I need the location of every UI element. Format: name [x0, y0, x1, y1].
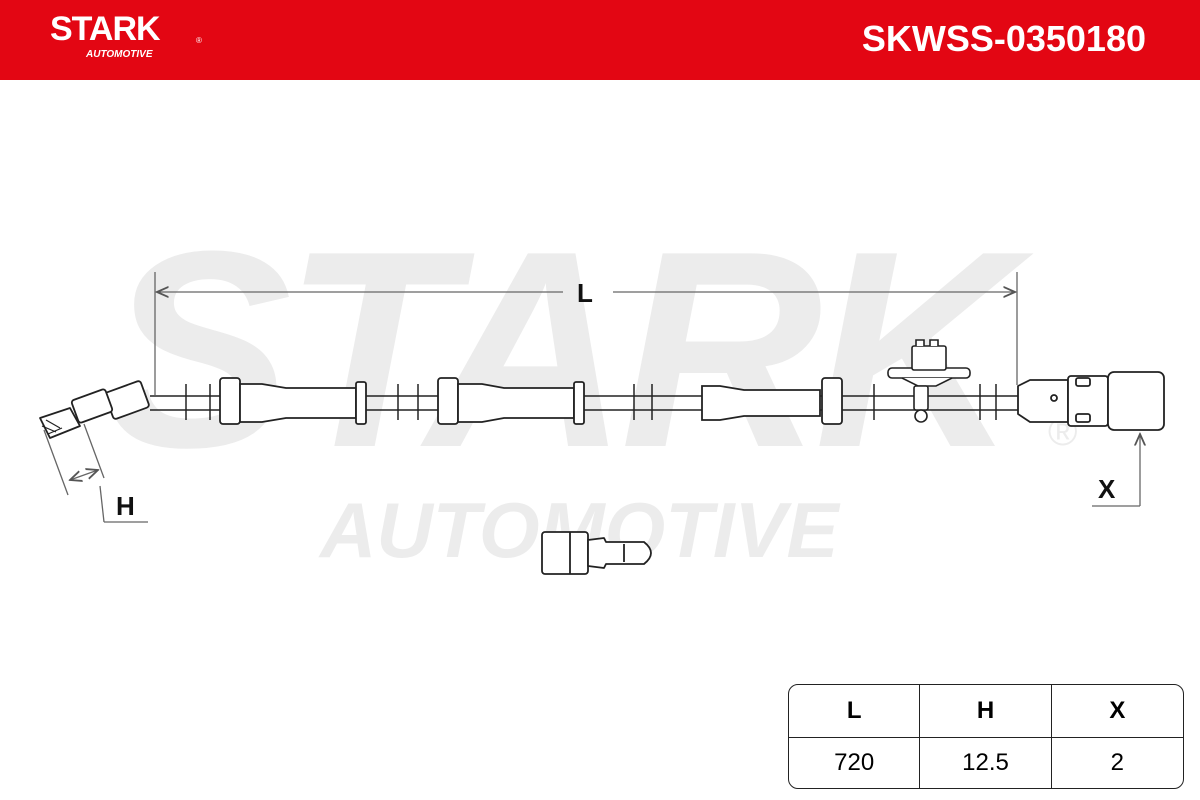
- spec-table-value-row: 720 12.5 2: [789, 738, 1183, 788]
- sensor-head: [39, 380, 150, 439]
- length-dimension: [154, 272, 1018, 395]
- spec-header-h: H: [920, 685, 1052, 738]
- grommet-middle: [437, 377, 585, 425]
- x-dimension: [1092, 434, 1140, 507]
- spec-header-l: L: [789, 685, 921, 738]
- mounting-clip: [887, 339, 971, 423]
- part-number: SKWSS-0350180: [861, 18, 1146, 59]
- spec-value-l: 720: [789, 738, 921, 788]
- cable-break-marks: [185, 384, 997, 420]
- brand-logo: STARK: [50, 10, 161, 48]
- grommet-left: [219, 377, 367, 425]
- length-label: L: [577, 278, 593, 308]
- spec-value-x: 2: [1110, 749, 1124, 776]
- spec-table-header-row: L H X: [789, 685, 1183, 738]
- connector-detail: [541, 531, 652, 575]
- brand-registered-mark: ®: [196, 36, 202, 45]
- spec-value-h: 12.5: [920, 738, 1052, 788]
- spec-table: L H X 720 12.5 2: [788, 684, 1184, 789]
- height-label: H: [116, 491, 135, 521]
- spec-header-x: X: [1051, 685, 1183, 738]
- watermark-brand: STARK: [105, 194, 1017, 506]
- connector-plug: [1017, 371, 1165, 431]
- header-bar: STARK ® AUTOMOTIVE SKWSS-0350180: [0, 0, 1200, 80]
- height-dimension: [43, 423, 148, 523]
- x-label: X: [1098, 474, 1116, 504]
- brand-subtitle: AUTOMOTIVE: [86, 49, 153, 60]
- grommet-right: [701, 377, 843, 425]
